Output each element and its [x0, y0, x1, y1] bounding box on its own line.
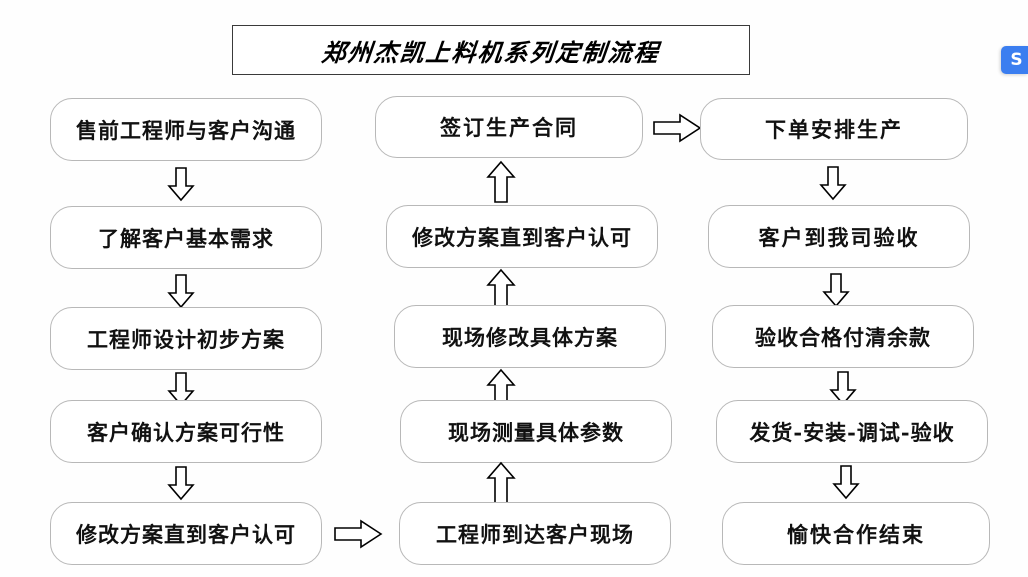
node-onsite-revise-detailed-plan[interactable]: 现场修改具体方案: [394, 305, 666, 368]
node-label: 发货-安装-调试-验收: [749, 419, 955, 445]
node-label: 修改方案直到客户认可: [76, 521, 296, 547]
node-revise-until-approved-left[interactable]: 修改方案直到客户认可: [50, 502, 322, 565]
arrow-l2-l3-down: [163, 273, 199, 309]
node-ship-install-debug-accept[interactable]: 发货-安装-调试-验收: [716, 400, 988, 463]
brand-logo-badge[interactable]: S: [1001, 46, 1028, 74]
node-label: 工程师设计初步方案: [87, 326, 285, 352]
node-label: 愉快合作结束: [787, 521, 925, 547]
arrow-r4-r5-down: [828, 464, 864, 500]
arrow-m2-m1-up: [483, 160, 519, 204]
arrow-l5-m5-right: [333, 516, 385, 552]
arrow-l1-l2-down: [163, 166, 199, 202]
node-label: 修改方案直到客户认可: [412, 224, 632, 250]
node-label: 了解客户基本需求: [98, 225, 274, 251]
node-acceptance-pass-pay-balance[interactable]: 验收合格付清余款: [712, 305, 974, 368]
node-place-order-arrange-production[interactable]: 下单安排生产: [700, 98, 968, 160]
arrow-m1-r1-right: [652, 110, 704, 146]
brand-s-icon: S: [1010, 49, 1023, 70]
node-understand-basic-needs[interactable]: 了解客户基本需求: [50, 206, 322, 269]
node-revise-until-approved-middle[interactable]: 修改方案直到客户认可: [386, 205, 658, 268]
chart-title-box: 郑州杰凯上料机系列定制流程: [232, 25, 750, 75]
node-pleasant-cooperation-end[interactable]: 愉快合作结束: [722, 502, 990, 565]
node-sign-production-contract[interactable]: 签订生产合同: [375, 96, 643, 158]
arrow-r2-r3-down: [818, 272, 854, 308]
node-customer-acceptance-at-factory[interactable]: 客户到我司验收: [708, 205, 970, 268]
node-label: 现场测量具体参数: [448, 419, 624, 445]
node-engineer-arrive-onsite[interactable]: 工程师到达客户现场: [399, 502, 671, 565]
node-label: 售前工程师与客户沟通: [76, 117, 296, 143]
node-customer-confirm-feasibility[interactable]: 客户确认方案可行性: [50, 400, 322, 463]
node-label: 工程师到达客户现场: [436, 521, 634, 547]
node-engineer-preliminary-design[interactable]: 工程师设计初步方案: [50, 307, 322, 370]
node-label: 签订生产合同: [440, 115, 578, 140]
node-label: 下单安排生产: [765, 117, 903, 142]
node-label: 客户确认方案可行性: [87, 419, 285, 445]
node-label: 验收合格付清余款: [755, 324, 931, 350]
arrow-m5-m4-up: [483, 461, 519, 505]
node-label: 客户到我司验收: [758, 224, 920, 250]
node-onsite-measure-parameters[interactable]: 现场测量具体参数: [400, 400, 672, 463]
node-sales-engineer-communication[interactable]: 售前工程师与客户沟通: [50, 98, 322, 161]
arrow-r1-r2-down: [815, 165, 851, 201]
node-label: 现场修改具体方案: [442, 324, 618, 350]
chart-title: 郑州杰凯上料机系列定制流程: [320, 37, 662, 67]
arrow-l4-l5-down: [163, 465, 199, 501]
